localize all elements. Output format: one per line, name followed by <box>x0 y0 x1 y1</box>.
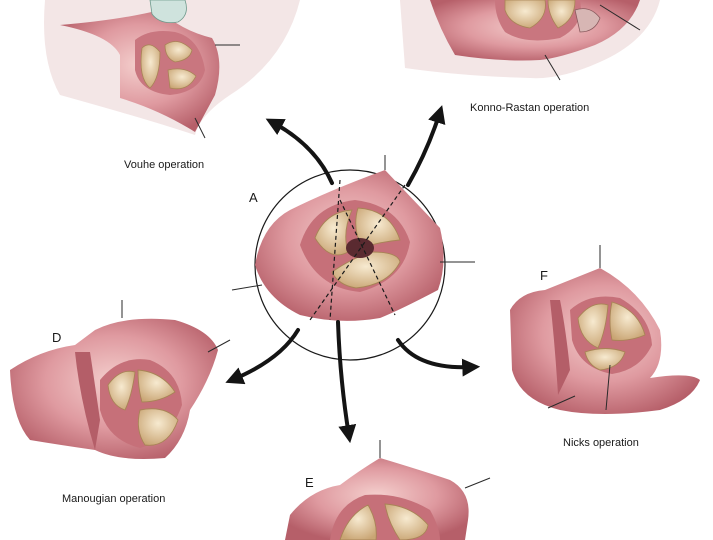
label-e: E <box>305 475 314 490</box>
manougian-illustration <box>10 300 231 459</box>
label-a: A <box>249 190 258 205</box>
arrow-to-konno <box>406 105 446 187</box>
arrow-to-manougian <box>225 328 300 385</box>
vouhe-illustration <box>44 0 300 139</box>
label-manougian-operation: Manougian operation <box>62 493 166 505</box>
arrows <box>225 105 481 444</box>
nicks-illustration <box>510 245 700 414</box>
arrow-to-bottom <box>336 320 357 444</box>
center-illustration <box>231 155 475 361</box>
label-vouhe-operation: Vouhe operation <box>124 159 205 171</box>
label-konno-rastan-operation: Konno-Rastan operation <box>470 102 590 114</box>
arrow-to-vouhe <box>265 118 334 185</box>
label-f: F <box>540 268 548 283</box>
arrow-to-nicks <box>396 338 481 377</box>
bottom-illustration <box>285 440 491 540</box>
label-d: D <box>52 330 62 345</box>
konno-rastan-illustration <box>400 0 660 81</box>
label-nicks-operation: Nicks operation <box>563 437 639 449</box>
